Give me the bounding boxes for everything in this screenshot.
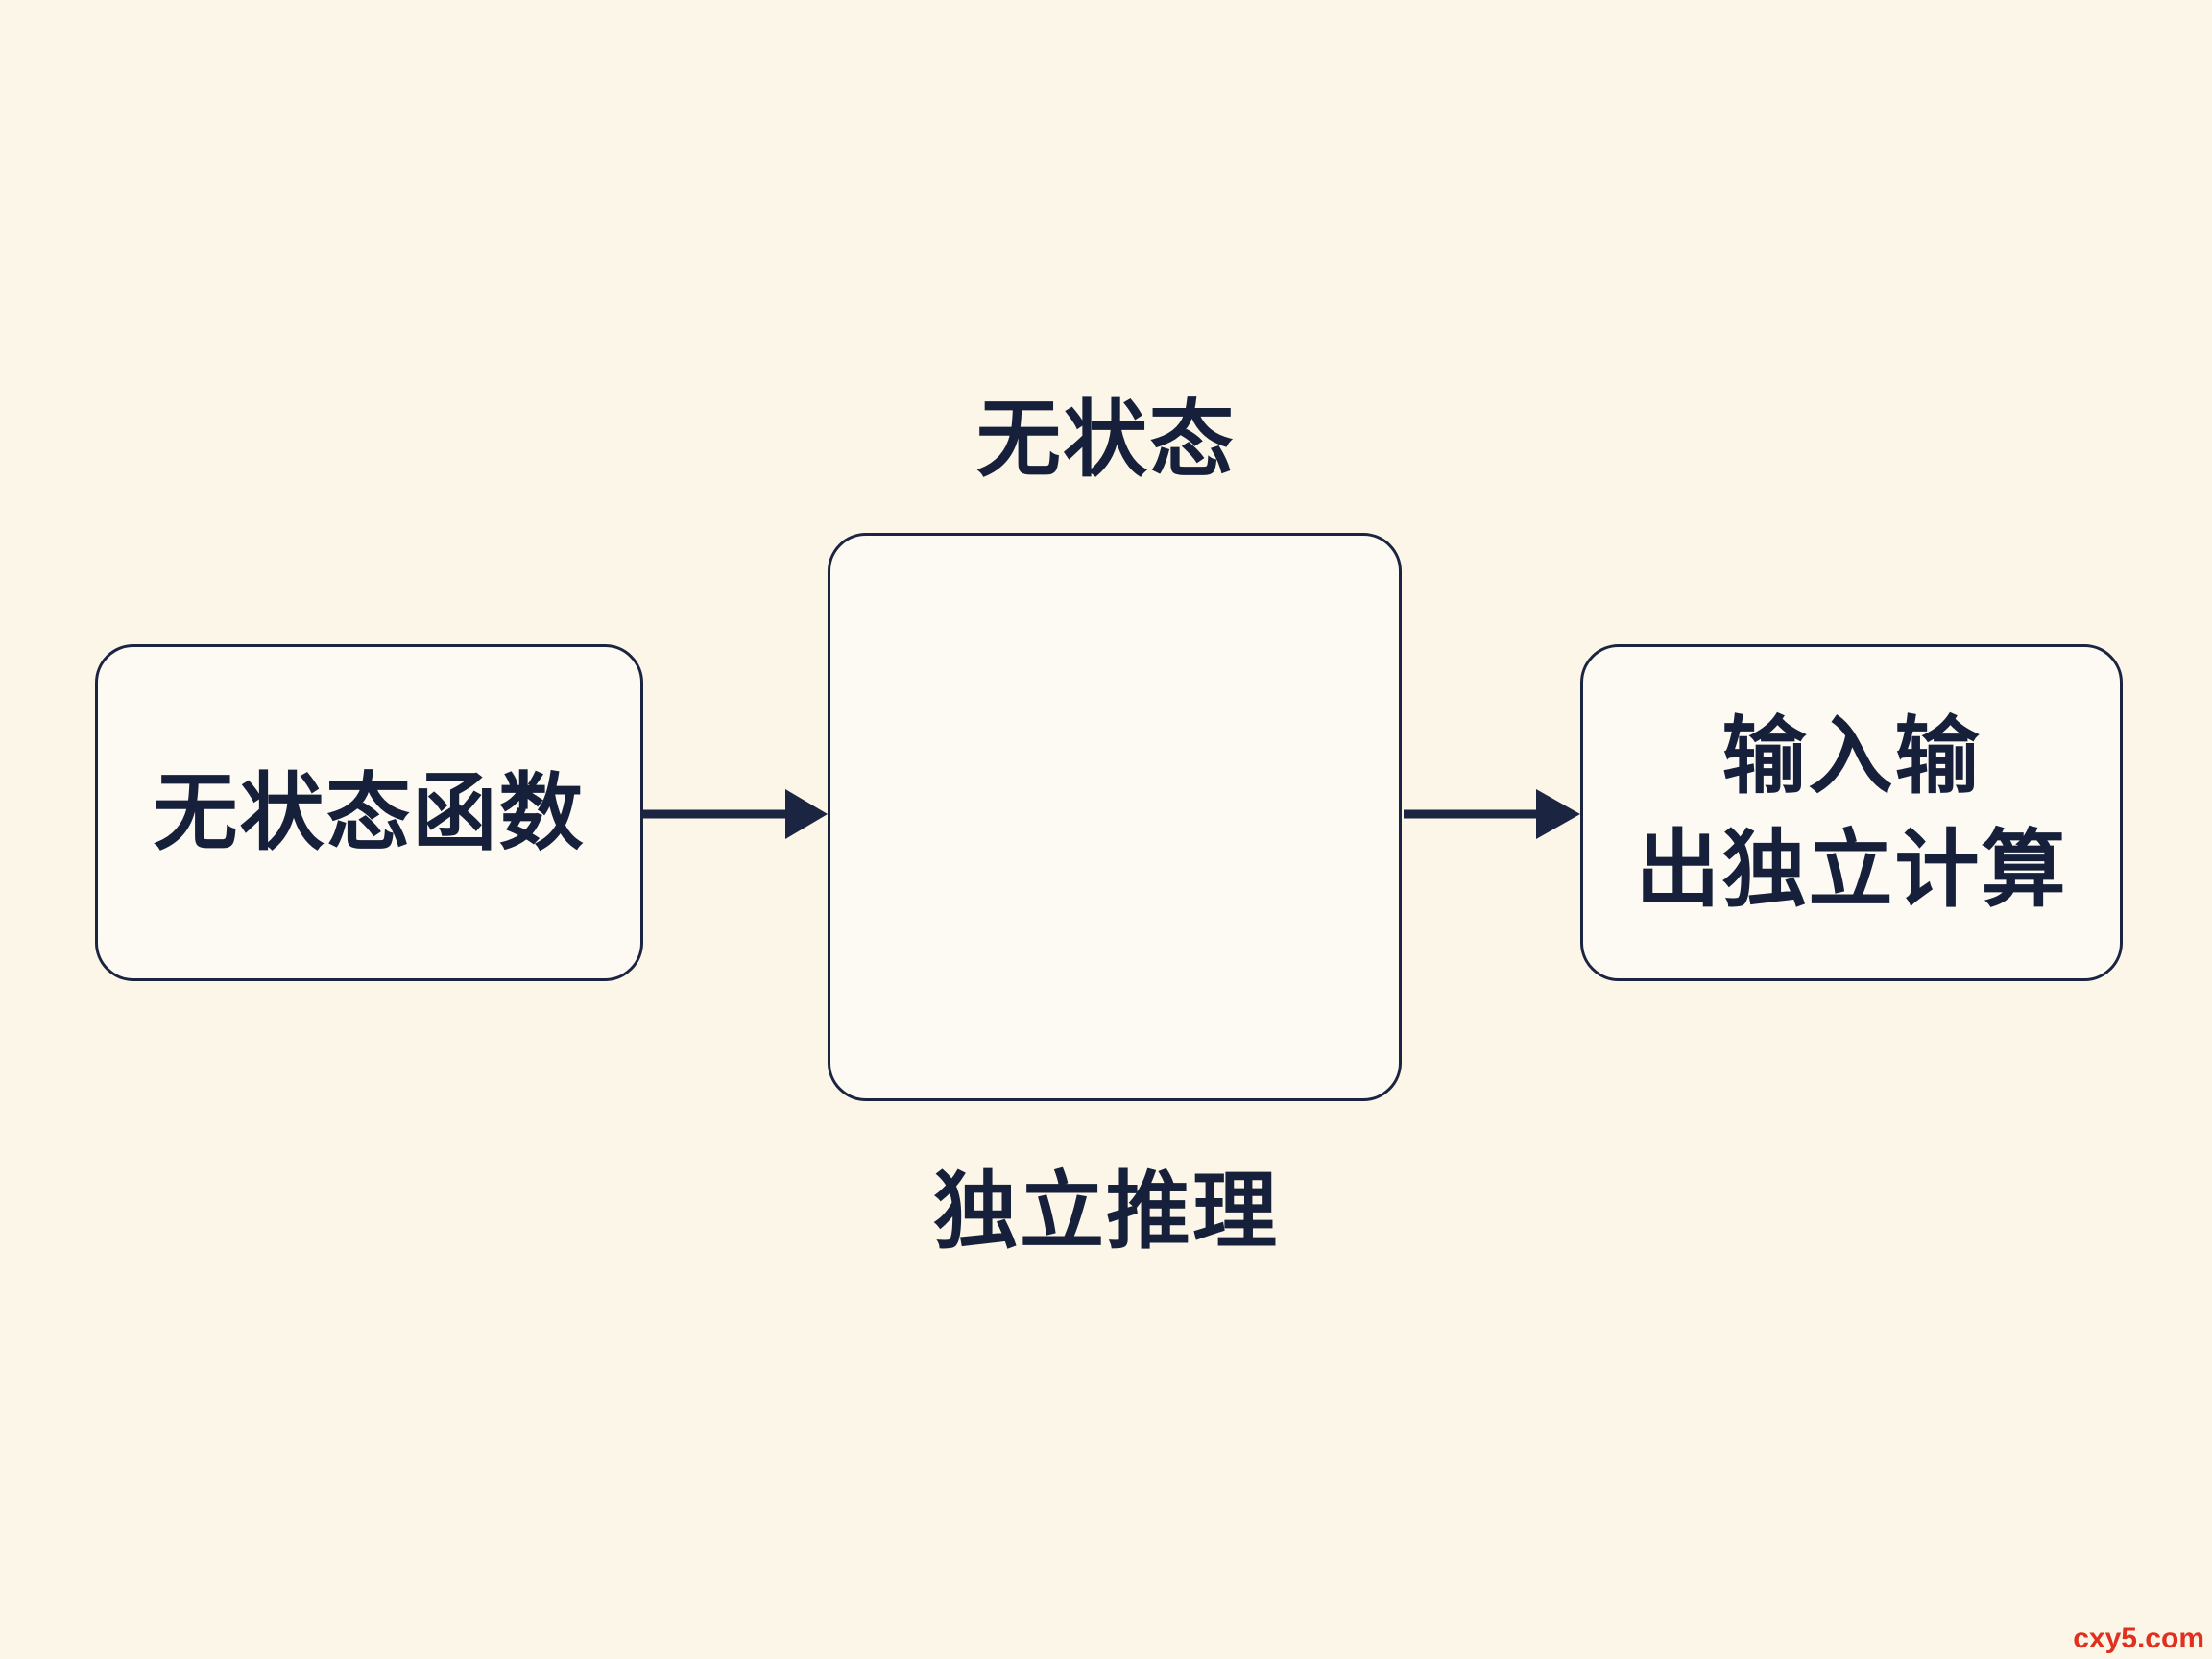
node-stateless-function: 无状态函数 [95,644,643,981]
node-io-label-line-2: 出独立计算 [1635,819,2068,919]
node-center-empty [828,533,1402,1101]
bottom-caption: 独立推理 [932,1162,1279,1261]
node-io-independent-compute: 输入输 出独立计算 [1580,644,2123,981]
node-stateless-function-label: 无状态函数 [153,762,586,862]
arrow-center-to-right-head [1536,789,1580,839]
node-io-independent-compute-label: 输入输 出独立计算 [1635,700,2067,926]
watermark-logo: cxy5.com [2073,1623,2204,1654]
node-io-label-line-1: 输入输 [1721,706,1982,805]
top-caption: 无状态 [975,390,1236,489]
arrow-left-to-center-head [785,789,828,839]
